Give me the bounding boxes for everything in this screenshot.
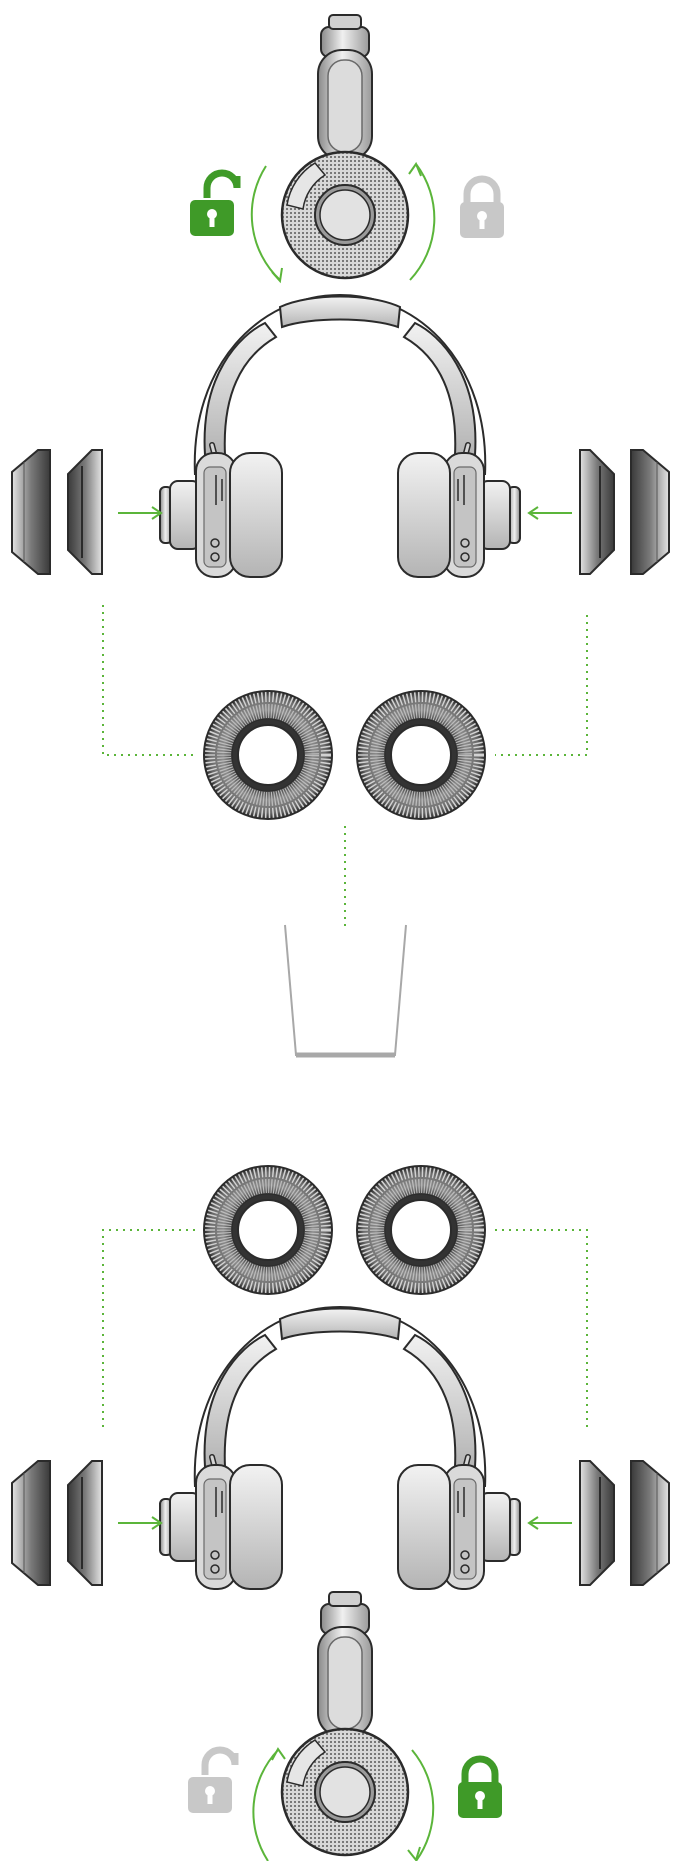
headphones <box>160 1307 520 1589</box>
ear-cushion-right <box>357 691 485 819</box>
ear-cushion-right-return <box>357 1166 485 1294</box>
filter-cap-outer-left <box>12 450 50 574</box>
step2-headphones-group <box>12 295 669 577</box>
step4-rotate-group <box>188 1592 502 1861</box>
step3-headphones-group <box>12 1307 669 1589</box>
padlock-closed-icon <box>458 1759 502 1818</box>
filter-cap-inner-right <box>580 450 614 574</box>
wash-cup <box>285 925 406 1055</box>
padlock-closed-icon <box>460 179 504 238</box>
speaker-pod <box>282 15 408 278</box>
dotted-guides-top <box>103 605 587 930</box>
rotate-arrow-left <box>253 1750 278 1861</box>
filter-cap-outer-right <box>631 1461 669 1585</box>
ear-cushion-left <box>204 691 332 819</box>
rotate-arrow-right <box>410 164 434 280</box>
speaker-pod <box>282 1592 408 1855</box>
filter-cap-outer-right <box>631 450 669 574</box>
filter-cap-inner-left <box>68 450 102 574</box>
rotate-arrow-right <box>412 1750 433 1861</box>
headphones <box>160 295 520 577</box>
padlock-open-icon <box>188 1750 235 1813</box>
rotate-arrow-left <box>252 166 280 280</box>
padlock-open-icon <box>190 173 237 236</box>
step1-rotate-group <box>190 15 504 281</box>
filter-cap-outer-left <box>12 1461 50 1585</box>
filter-cap-inner-left <box>68 1461 102 1585</box>
ear-cushion-left-return <box>204 1166 332 1294</box>
filter-cap-inner-right <box>580 1461 614 1585</box>
